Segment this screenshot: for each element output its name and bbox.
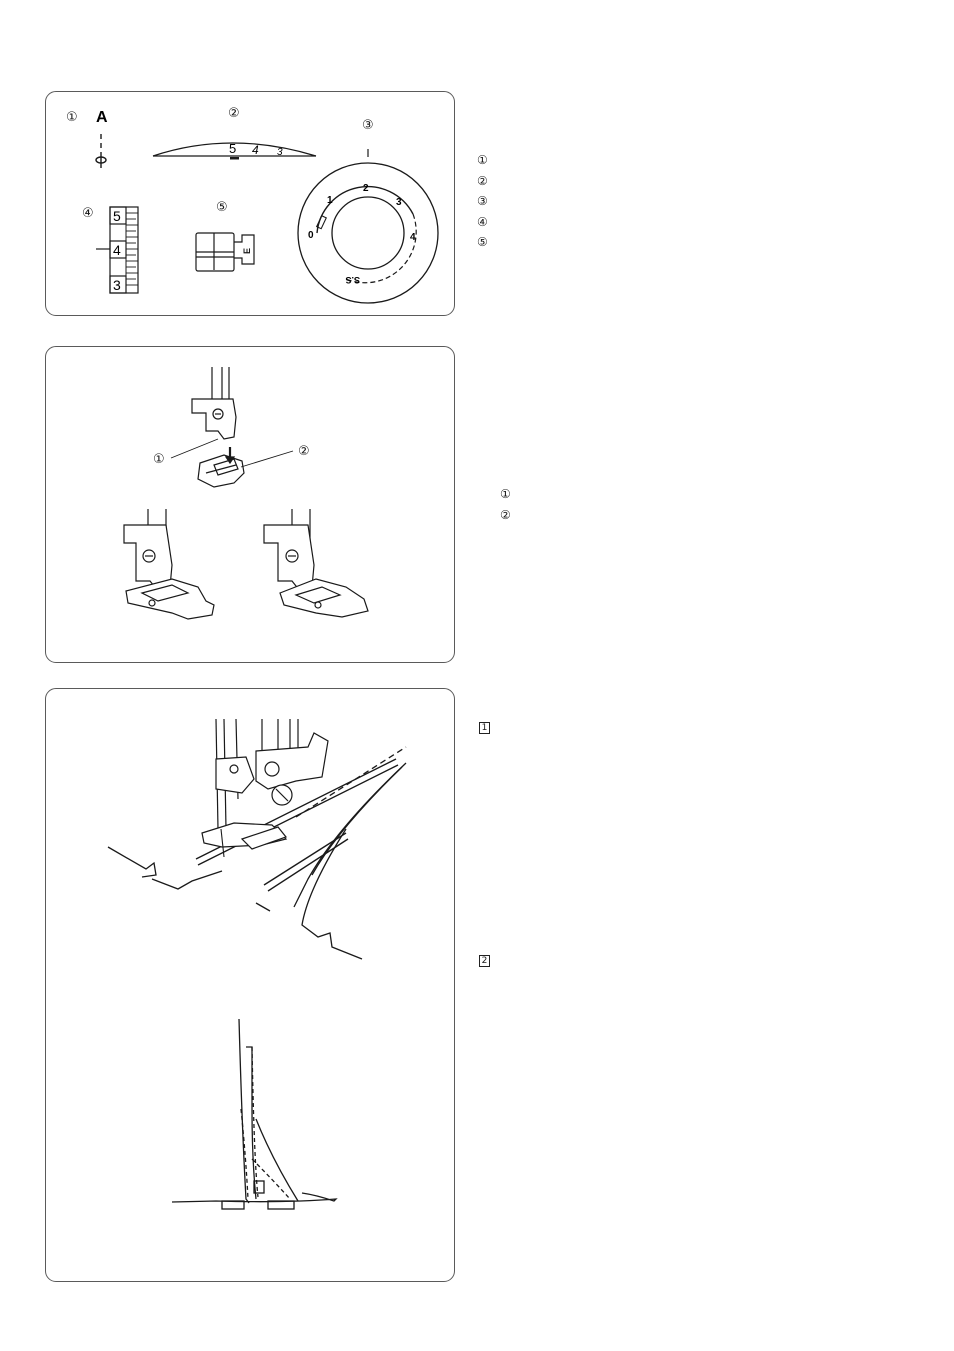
zipper-foot-sewing (201, 718, 329, 850)
step-1-marker: 1 (479, 722, 490, 734)
stitch-length-scale: 5 4 3 (96, 206, 139, 294)
attach-foot-illustration: ① ② (123, 367, 369, 620)
attach-foot-panel: ① ② (45, 346, 455, 663)
fabric-layers (107, 762, 407, 960)
attach-foot-legend: ① ② (500, 484, 511, 525)
stitch-width-dial: 0 1 2 3 4 S.S (297, 149, 439, 304)
callout-3: ③ (362, 118, 374, 133)
seam-line (295, 746, 407, 818)
callout-2-groove: ② (298, 444, 310, 459)
dial-number-1: 1 (327, 195, 333, 206)
zipper-sewing-illustration (107, 718, 407, 1210)
foot-letter: E (242, 248, 252, 254)
foot-right-position (263, 509, 369, 618)
foot-holder (191, 367, 237, 440)
legend-item-4: ④ (477, 214, 488, 229)
foot-left-position (123, 509, 215, 620)
tension-scale-4: 4 (252, 143, 259, 157)
length-scale-4: 4 (113, 242, 121, 258)
callout-1-pin: ① (153, 452, 165, 467)
callout-4: ④ (82, 206, 94, 221)
dial-number-4: 4 (410, 232, 416, 243)
tension-scale-5: 5 (229, 141, 236, 156)
callout-5: ⑤ (216, 200, 228, 215)
dial-number-3: 3 (396, 197, 402, 208)
legend-item-pin: ① (500, 487, 511, 501)
length-scale-3: 3 (113, 277, 121, 293)
legend-item-3: ③ (477, 194, 488, 208)
straight-stitch-icon (95, 134, 107, 168)
thread-tension-scale: 5 4 3 (152, 141, 317, 160)
settings-panel: ① A ② 5 4 3 ③ 0 1 2 (45, 91, 455, 316)
settings-legend: ① ② ③ ④ ⑤ (477, 150, 488, 253)
zipper-sewing-panel (45, 688, 455, 1282)
zipper-teeth-lower (263, 832, 349, 892)
legend-item-5: ⑤ (477, 235, 488, 249)
settings-illustration: ① A ② 5 4 3 ③ 0 1 2 (66, 106, 439, 304)
callout-1: ① (66, 110, 78, 125)
length-scale-5: 5 (113, 208, 121, 224)
zipper-foot (197, 447, 245, 488)
tension-scale-3: 3 (277, 147, 283, 158)
pattern-letter: A (96, 109, 108, 126)
legend-item-2: ② (477, 173, 488, 188)
legend-item-groove: ② (500, 507, 511, 522)
step-2-marker: 2 (479, 955, 490, 967)
presser-foot-e-icon: E (195, 232, 255, 272)
legend-item-1: ① (477, 153, 488, 167)
callout-2: ② (228, 106, 240, 121)
dial-ss-label: S.S (345, 275, 360, 285)
dial-number-2: 2 (363, 183, 369, 194)
zipper-stitch-diagram (171, 1018, 338, 1210)
dial-number-0: 0 (308, 230, 314, 241)
